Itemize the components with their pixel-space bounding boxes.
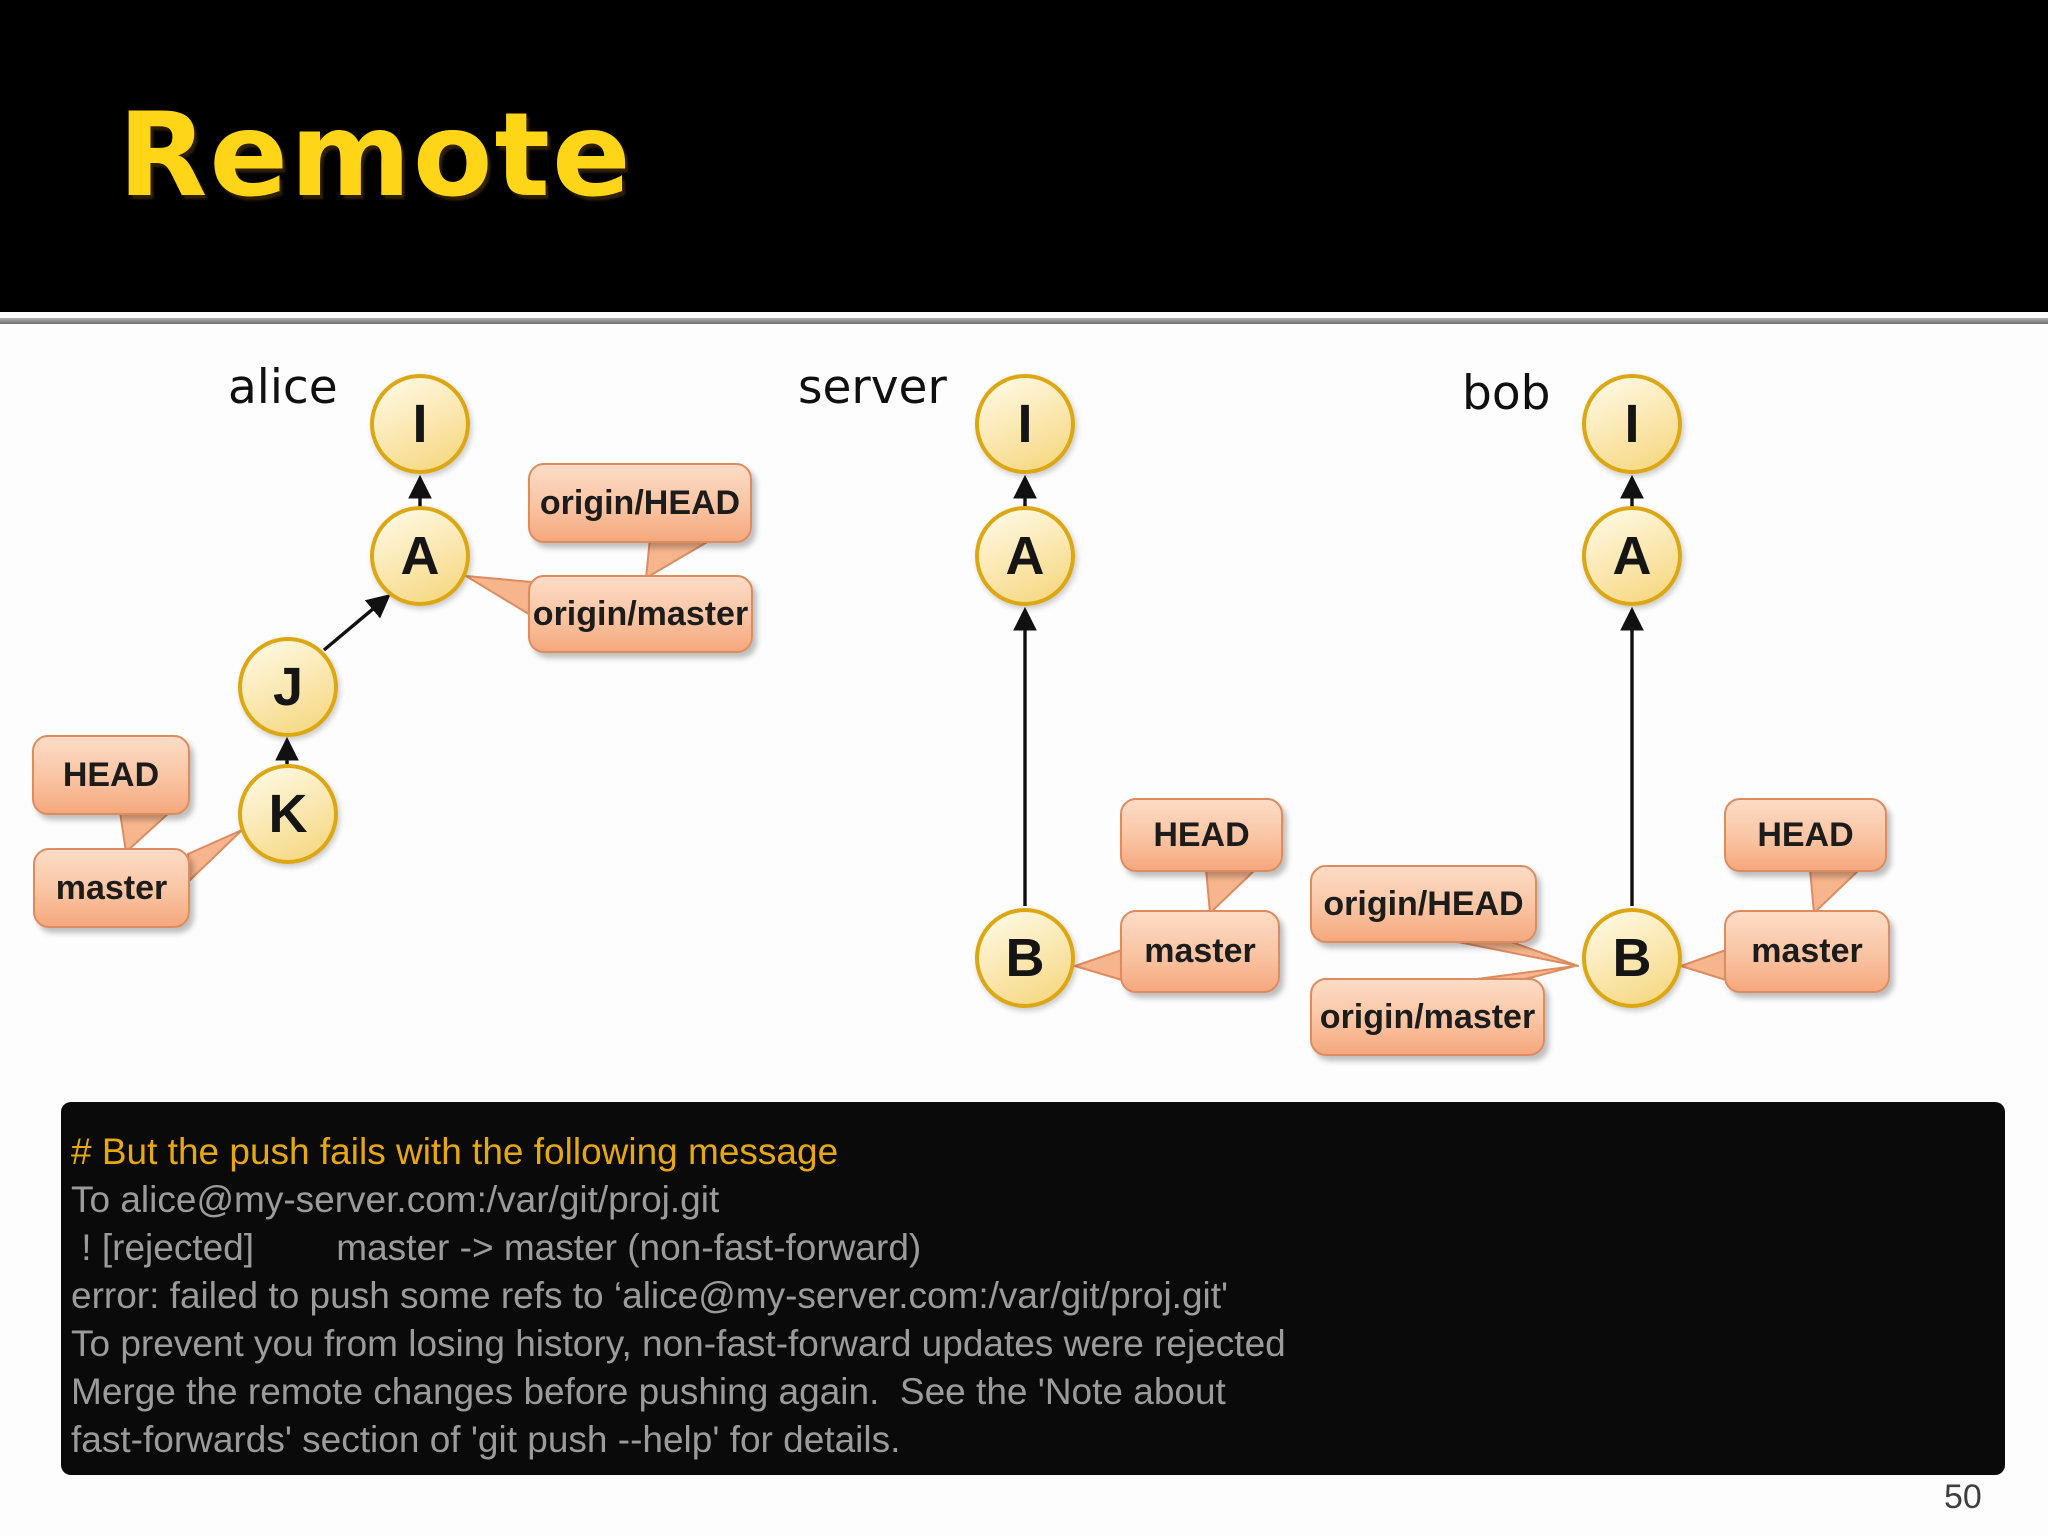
tail-alice-head (119, 811, 171, 853)
console-line-prevent: To prevent you from losing history, non-… (71, 1323, 1286, 1364)
column-label-alice: alice (228, 360, 338, 415)
callout-alice-origin-master: origin/master (528, 575, 753, 653)
console-line-rejected: ! [rejected] master -> master (non-fast-… (71, 1227, 922, 1268)
commit-node-alice-i: I (370, 374, 470, 474)
callout-alice-head: HEAD (32, 735, 190, 815)
commit-node-alice-j: J (238, 637, 338, 737)
tail-alice-origin-master (465, 575, 533, 617)
slide-title: Remote (118, 88, 633, 223)
callout-bob-origin-head: origin/HEAD (1310, 865, 1537, 943)
tail-server-head (1205, 868, 1257, 914)
tail-bob-head (1809, 868, 1861, 914)
callout-server-head: HEAD (1120, 798, 1283, 872)
commit-node-alice-a: A (370, 506, 470, 606)
callout-bob-origin-master: origin/master (1310, 978, 1545, 1056)
header-divider (0, 318, 2048, 324)
callout-alice-origin-head: origin/HEAD (528, 463, 752, 543)
commit-node-bob-b: B (1582, 908, 1682, 1008)
commit-node-server-b: B (975, 908, 1075, 1008)
console-line-to: To alice@my-server.com:/var/git/proj.git (71, 1179, 720, 1220)
tail-bob-master (1680, 949, 1727, 981)
callout-bob-master: master (1724, 910, 1890, 993)
console-line-fastforwards: fast-forwards' section of 'git push --he… (71, 1419, 901, 1460)
tail-server-master (1074, 949, 1123, 981)
console-line-error: error: failed to push some refs to ‘alic… (71, 1275, 1229, 1316)
tail-bob-origin-head (1447, 939, 1579, 967)
console-line-comment: # But the push fails with the following … (71, 1131, 839, 1172)
tail-alice-origin-head (645, 537, 715, 579)
column-label-bob: bob (1462, 366, 1551, 421)
commit-node-bob-i: I (1582, 374, 1682, 474)
column-label-server: server (798, 360, 947, 415)
tail-alice-master (187, 829, 243, 883)
console-line-merge: Merge the remote changes before pushing … (71, 1371, 1226, 1412)
commit-node-alice-k: K (238, 764, 338, 864)
callout-alice-master: master (33, 848, 190, 928)
commit-node-bob-a: A (1582, 506, 1682, 606)
slide-header: Remote (0, 0, 2048, 312)
callout-server-master: master (1120, 910, 1280, 993)
console-output: # But the push fails with the following … (61, 1102, 2005, 1475)
commit-node-server-i: I (975, 374, 1075, 474)
commit-node-server-a: A (975, 506, 1075, 606)
callout-bob-head: HEAD (1724, 798, 1887, 872)
page-number: 50 (1944, 1478, 1982, 1516)
